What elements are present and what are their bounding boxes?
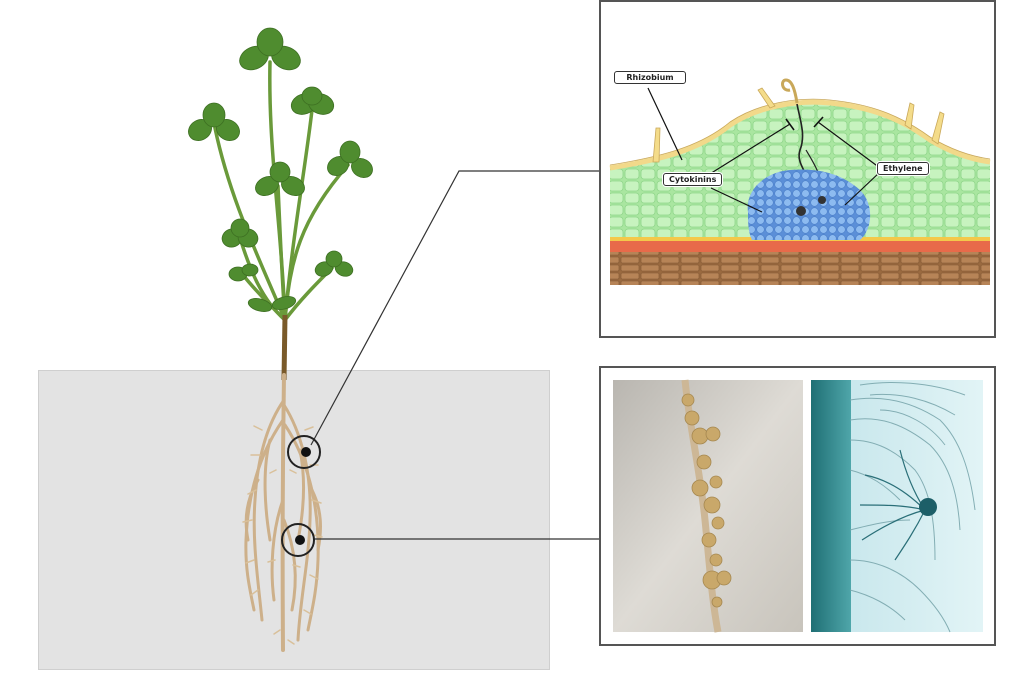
root-system — [244, 373, 322, 652]
leaves — [188, 27, 373, 312]
infected-cell-2 — [818, 196, 826, 204]
leaf-middle — [255, 161, 305, 197]
pointer-ethylene-nodule — [844, 171, 881, 206]
marker-nodule-lower — [281, 523, 315, 557]
pointer-rhizobium — [647, 87, 683, 161]
leaf-base — [247, 296, 297, 312]
epidermal-hairs — [652, 87, 945, 163]
main-stem — [281, 314, 288, 381]
leaf-middle-left — [221, 218, 259, 248]
marker-nodule-upper — [287, 435, 321, 469]
pericycle-layer — [610, 240, 990, 252]
leaf-right — [327, 140, 373, 178]
leaf-lower-right — [314, 250, 354, 277]
label-ethylene: Ethylene — [877, 162, 929, 175]
pointer-cytokinins-inhibit — [704, 123, 791, 178]
infection-site — [919, 498, 937, 516]
pointer-cytokinins-nodule — [710, 187, 763, 213]
leaf-top — [239, 27, 301, 71]
connector-line-upper — [310, 170, 611, 446]
leaf-lower-left — [228, 263, 259, 282]
epidermis-layer — [609, 99, 991, 171]
infected-cell-1 — [796, 206, 806, 216]
photo-root-nodules — [613, 379, 803, 633]
nodule-primordium — [747, 169, 871, 240]
label-rhizobium: Rhizobium — [614, 71, 686, 84]
curled-root-hair — [781, 78, 799, 104]
photo-stained-section — [811, 380, 983, 633]
label-cytokinins: Cytokinins — [663, 173, 723, 186]
label-pointers — [647, 87, 881, 213]
connector-lines — [310, 170, 611, 540]
leaf-upper-right — [290, 86, 335, 115]
pointer-ethylene-inhibit — [817, 121, 881, 169]
soil-area — [38, 370, 550, 670]
leaf-upper-left — [188, 102, 240, 141]
stele-layer — [610, 250, 990, 285]
